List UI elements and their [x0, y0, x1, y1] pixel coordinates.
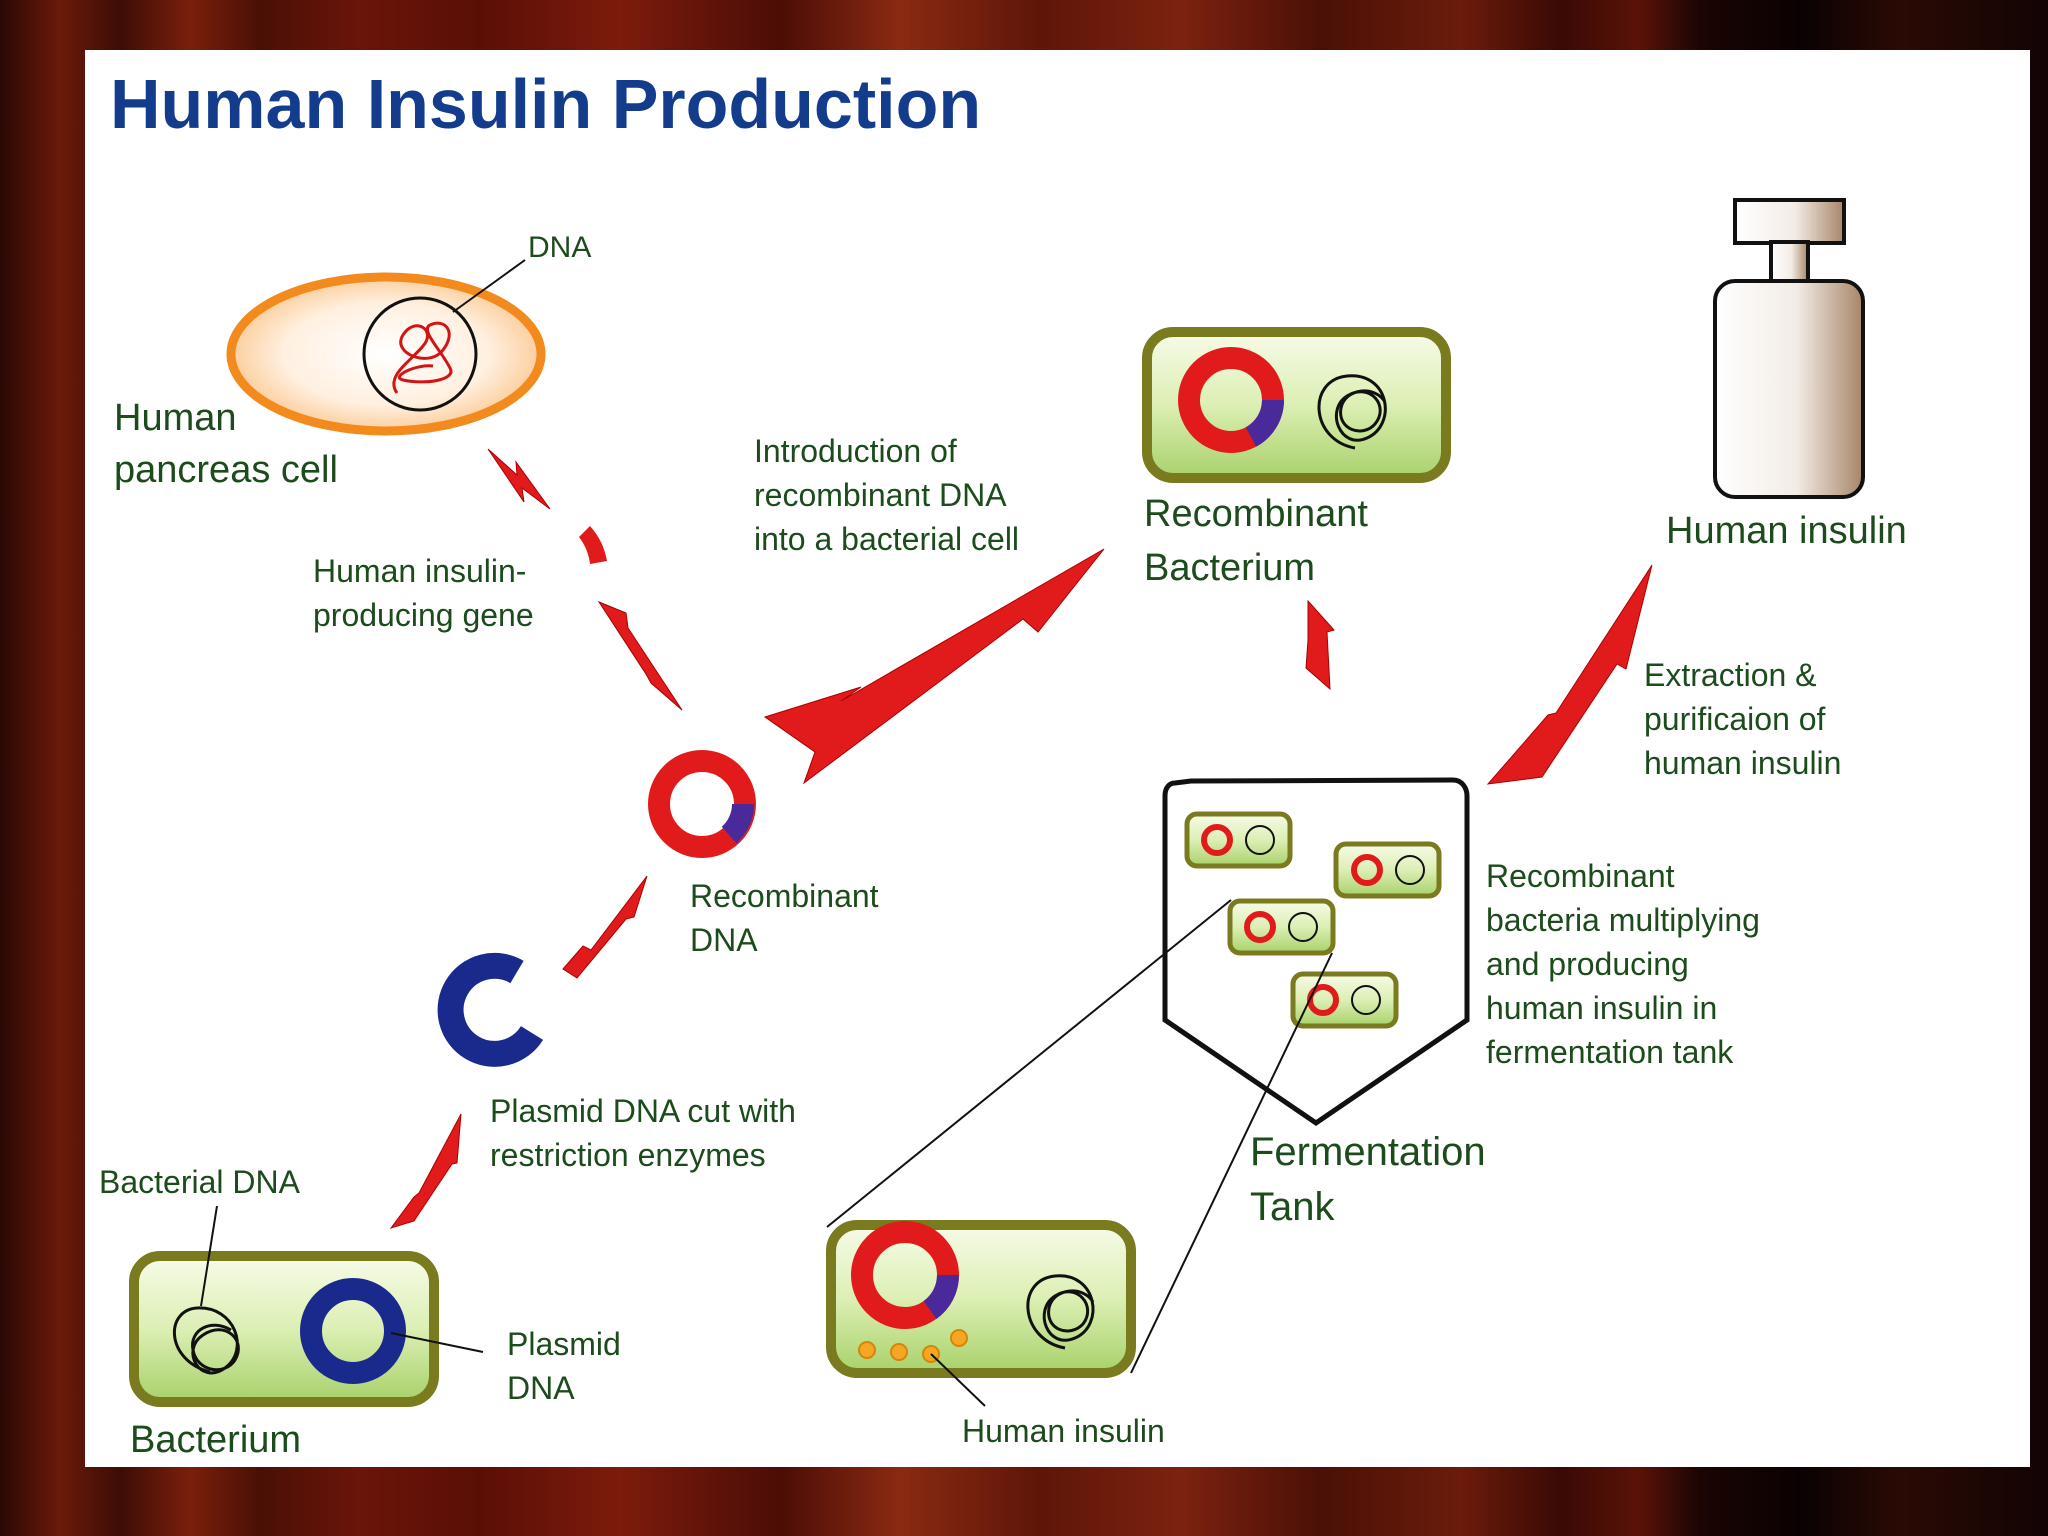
insulin-granule — [858, 1341, 876, 1359]
page-title: Human Insulin Production — [110, 65, 981, 143]
tank-bacterium-4 — [1290, 971, 1399, 1029]
plasmid-ring — [300, 1278, 406, 1384]
dna-squiggle — [392, 321, 453, 394]
arrow-gene-to-recombinant — [597, 600, 683, 711]
insulin-bottle — [1713, 198, 1865, 499]
arrow-cell-to-gene — [487, 448, 551, 510]
arrow-introduction — [763, 548, 1105, 785]
recombinant-dna-label-1: Recombinant — [690, 878, 879, 914]
recombinant-dna-label-2: DNA — [690, 922, 758, 958]
fermentation-tank — [1162, 777, 1470, 1127]
recombinant-bacterium-label-2: Bacterium — [1144, 547, 1315, 589]
multiplying-label-3: and producing — [1486, 946, 1689, 982]
cut-plasmid — [437, 952, 544, 1067]
insulin-granule — [950, 1329, 968, 1347]
fermentation-tank-label-2: Tank — [1250, 1185, 1335, 1229]
bacterial-dna-label: Bacterial DNA — [99, 1164, 301, 1200]
insulin-gene-fragment — [579, 526, 607, 564]
gene-label-1: Human insulin- — [313, 553, 526, 589]
multiplying-label-5: fermentation tank — [1486, 1034, 1734, 1070]
insulin-diagram: Human Insulin Production DNA Human pancr… — [99, 65, 1907, 1461]
tank-bacterium-2 — [1333, 841, 1442, 899]
introduction-label-2: recombinant DNA — [754, 477, 1007, 513]
extraction-label-2: purificaion of — [1644, 701, 1826, 737]
zoom-line-right — [1130, 952, 1333, 1374]
arrow-extraction — [1486, 564, 1653, 785]
plasmid-dna-label-1: Plasmid — [507, 1326, 621, 1362]
introduction-label-3: into a bacterial cell — [754, 521, 1019, 557]
insulin-pointer-line — [930, 1353, 986, 1407]
zoomed-bacterium — [826, 1220, 1136, 1378]
introduction-label-1: Introduction of — [754, 433, 957, 469]
plasmid-cut-label-1: Plasmid DNA cut with — [490, 1093, 796, 1129]
zoom-line-left — [826, 899, 1232, 1228]
human-insulin-label: Human insulin — [1666, 510, 1907, 552]
arrow-to-tank — [1305, 599, 1335, 691]
multiplying-label-1: Recombinant — [1486, 858, 1675, 894]
dna-label: DNA — [528, 231, 591, 264]
extraction-label-3: human insulin — [1644, 745, 1841, 781]
zoom-insulin-label: Human insulin — [962, 1413, 1165, 1449]
plasmid-cut-label-2: restriction enzymes — [490, 1137, 766, 1173]
recombinant-dna-ring — [648, 750, 756, 858]
extraction-label-1: Extraction & — [1644, 657, 1817, 693]
fermentation-tank-label-1: Fermentation — [1250, 1130, 1486, 1174]
multiplying-label-2: bacteria multiplying — [1486, 902, 1760, 938]
plasmid-dna-label-2: DNA — [507, 1370, 575, 1406]
bacterial-dna-coil — [173, 1306, 240, 1375]
pancreas-cell — [226, 259, 546, 436]
arrow-plasmid-to-recombinant — [562, 875, 648, 979]
multiplying-label-4: human insulin in — [1486, 990, 1717, 1026]
recombinant-bacterium-label-1: Recombinant — [1144, 493, 1368, 535]
bacterium — [129, 1251, 439, 1407]
slide: Human Insulin Production DNA Human pancr… — [85, 50, 2030, 1467]
dna-pointer-line — [452, 259, 526, 313]
pancreas-cell-label-2: pancreas cell — [114, 449, 338, 491]
insulin-granule — [890, 1343, 908, 1361]
bacterial-dna-pointer-line — [200, 1205, 218, 1307]
tank-bacterium-1 — [1184, 811, 1293, 869]
plasmid-pointer-line — [390, 1332, 484, 1353]
nucleus — [362, 296, 478, 412]
gene-label-2: producing gene — [313, 597, 534, 633]
arrow-bacterium-to-plasmid — [389, 1113, 462, 1229]
tank-bacterium-3 — [1227, 898, 1336, 956]
recombinant-bacterium — [1142, 327, 1451, 483]
pancreas-cell-label-1: Human — [114, 397, 237, 439]
bacterium-label: Bacterium — [130, 1419, 301, 1461]
